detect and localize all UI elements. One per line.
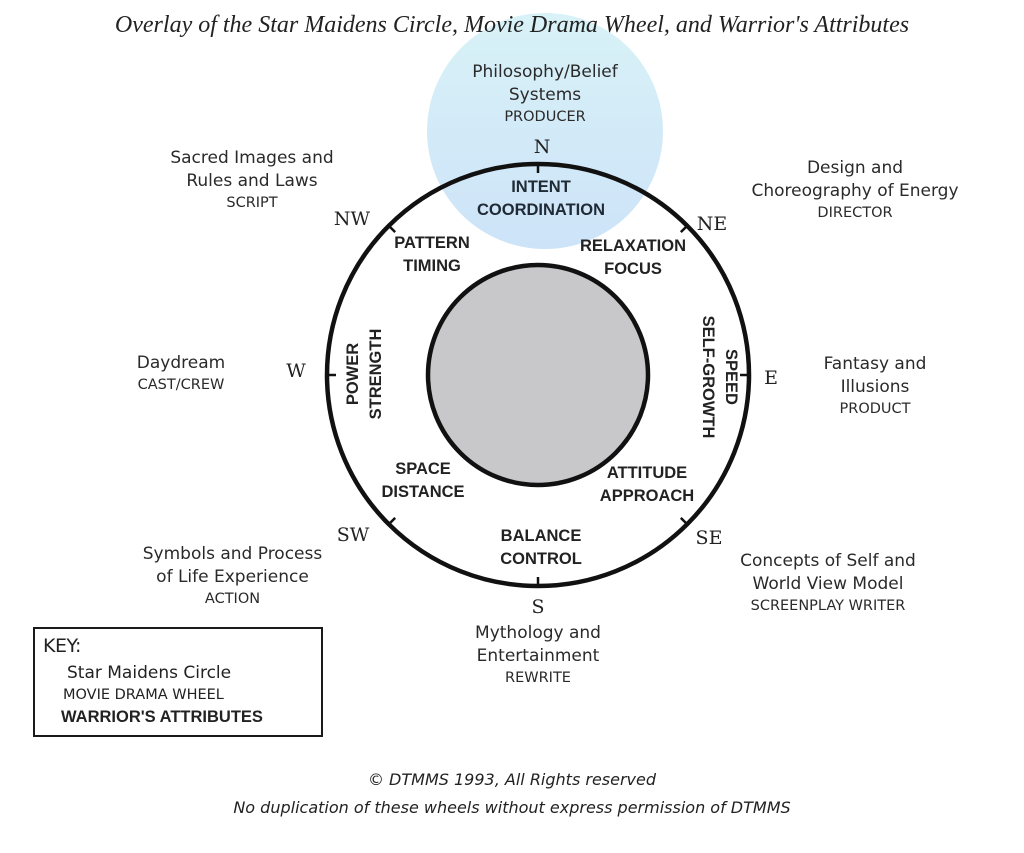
- attribute-s-line2: CONTROL: [500, 550, 582, 568]
- movie-drama-n: PRODUCER: [504, 109, 586, 125]
- outer-label-ne: Design and Choreography of Energy DIRECT…: [720, 157, 990, 223]
- attribute-n-line1: INTENT: [511, 178, 571, 196]
- tick-se: [679, 516, 689, 526]
- diagram-title: Overlay of the Star Maidens Circle, Movi…: [114, 12, 910, 38]
- attribute-se: ATTITUDE APPROACH: [600, 462, 694, 508]
- compass-ne: NE: [696, 213, 728, 235]
- attribute-ne-line2: FOCUS: [604, 260, 662, 278]
- permission-notice: No duplication of these wheels without e…: [233, 798, 791, 817]
- star-maiden-se-line1: Concepts of Self and: [740, 551, 916, 571]
- star-maiden-s-line2: Entertainment: [476, 646, 600, 666]
- compass-w: W: [286, 360, 306, 382]
- star-maiden-nw-line2: Rules and Laws: [186, 171, 318, 191]
- attribute-sw-line2: DISTANCE: [381, 483, 465, 501]
- star-maiden-e-line2: Illusions: [840, 377, 910, 397]
- attribute-w-line1: POWER: [344, 342, 362, 406]
- key-star-maidens: Star Maidens Circle: [67, 663, 232, 683]
- star-maiden-ne-line1: Design and: [806, 158, 904, 178]
- movie-drama-sw: ACTION: [204, 591, 261, 607]
- attribute-nw-line2: TIMING: [403, 257, 461, 275]
- outer-label-se: Concepts of Self and World View Model SC…: [708, 550, 948, 616]
- outer-label-n: Philosophy/Belief Systems PRODUCER: [440, 61, 650, 127]
- movie-drama-nw: SCRIPT: [226, 195, 278, 211]
- attribute-e-line2: SELF-GROWTH: [699, 315, 717, 439]
- attribute-sw-line1: SPACE: [395, 460, 451, 478]
- star-maiden-n-line2: Systems: [508, 85, 582, 105]
- attribute-se-line1: ATTITUDE: [606, 464, 688, 482]
- attribute-e-line1: SPEED: [722, 349, 740, 405]
- compass-e: E: [764, 367, 778, 389]
- star-maiden-s-line1: Mythology and: [475, 623, 601, 643]
- tick-sw: [387, 516, 397, 526]
- attribute-nw: PATTERN TIMING: [394, 232, 469, 278]
- attribute-sw: SPACE DISTANCE: [381, 458, 464, 504]
- attribute-s-line1: BALANCE: [500, 527, 582, 545]
- star-maiden-sw-line1: Symbols and Process: [142, 544, 323, 564]
- star-maiden-nw-line1: Sacred Images and: [170, 148, 334, 168]
- movie-drama-w: CAST/CREW: [137, 377, 225, 393]
- attribute-se-line2: APPROACH: [599, 487, 695, 505]
- attribute-w: POWER STRENGTH: [342, 329, 388, 420]
- outer-label-e: Fantasy and Illusions PRODUCT: [775, 353, 975, 419]
- compass-s: S: [531, 596, 545, 618]
- key-movie-drama: MOVIE DRAMA WHEEL: [63, 687, 224, 703]
- movie-drama-e: PRODUCT: [839, 401, 911, 417]
- tick-nw: [387, 224, 397, 234]
- star-maiden-w-line1: Daydream: [136, 353, 226, 373]
- star-maiden-e-line1: Fantasy and: [823, 354, 927, 374]
- attribute-e: SPEED SELF-GROWTH: [696, 316, 742, 439]
- tick-ne: [679, 224, 689, 234]
- outer-label-sw: Symbols and Process of Life Experience A…: [115, 543, 350, 609]
- outer-label-nw: Sacred Images and Rules and Laws SCRIPT: [142, 147, 362, 213]
- key-warrior-attributes: WARRIOR'S ATTRIBUTES: [61, 708, 263, 726]
- movie-drama-s: REWRITE: [505, 670, 571, 686]
- copyright-text: © DTMMS 1993, All Rights reserved: [367, 770, 657, 789]
- legend-key: KEY: Star Maidens Circle MOVIE DRAMA WHE…: [33, 627, 323, 737]
- movie-drama-ne: DIRECTOR: [817, 205, 893, 221]
- attribute-n: INTENT COORDINATION: [477, 176, 605, 222]
- attribute-ne: RELAXATION FOCUS: [580, 235, 686, 281]
- outer-label-w: Daydream CAST/CREW: [126, 352, 236, 395]
- attribute-s: BALANCE CONTROL: [500, 525, 582, 571]
- movie-drama-se: SCREENPLAY WRITER: [750, 598, 906, 614]
- compass-nw: NW: [333, 208, 371, 230]
- star-maiden-sw-line2: of Life Experience: [156, 567, 309, 587]
- compass-sw: SW: [336, 524, 370, 546]
- compass-n: N: [533, 136, 551, 158]
- attribute-nw-line1: PATTERN: [394, 234, 470, 252]
- inner-circle: [425, 262, 651, 488]
- star-maiden-n-line1: Philosophy/Belief: [472, 62, 618, 82]
- star-maiden-se-line2: World View Model: [752, 574, 904, 594]
- attribute-ne-line1: RELAXATION: [579, 237, 687, 255]
- attribute-n-line2: COORDINATION: [476, 201, 606, 219]
- key-title: KEY:: [43, 635, 81, 657]
- outer-label-s: Mythology and Entertainment REWRITE: [438, 622, 638, 688]
- compass-se: SE: [695, 527, 723, 549]
- north-highlight-circle: [427, 13, 663, 249]
- star-maiden-ne-line2: Choreography of Energy: [751, 181, 959, 201]
- attribute-w-line2: STRENGTH: [367, 328, 385, 420]
